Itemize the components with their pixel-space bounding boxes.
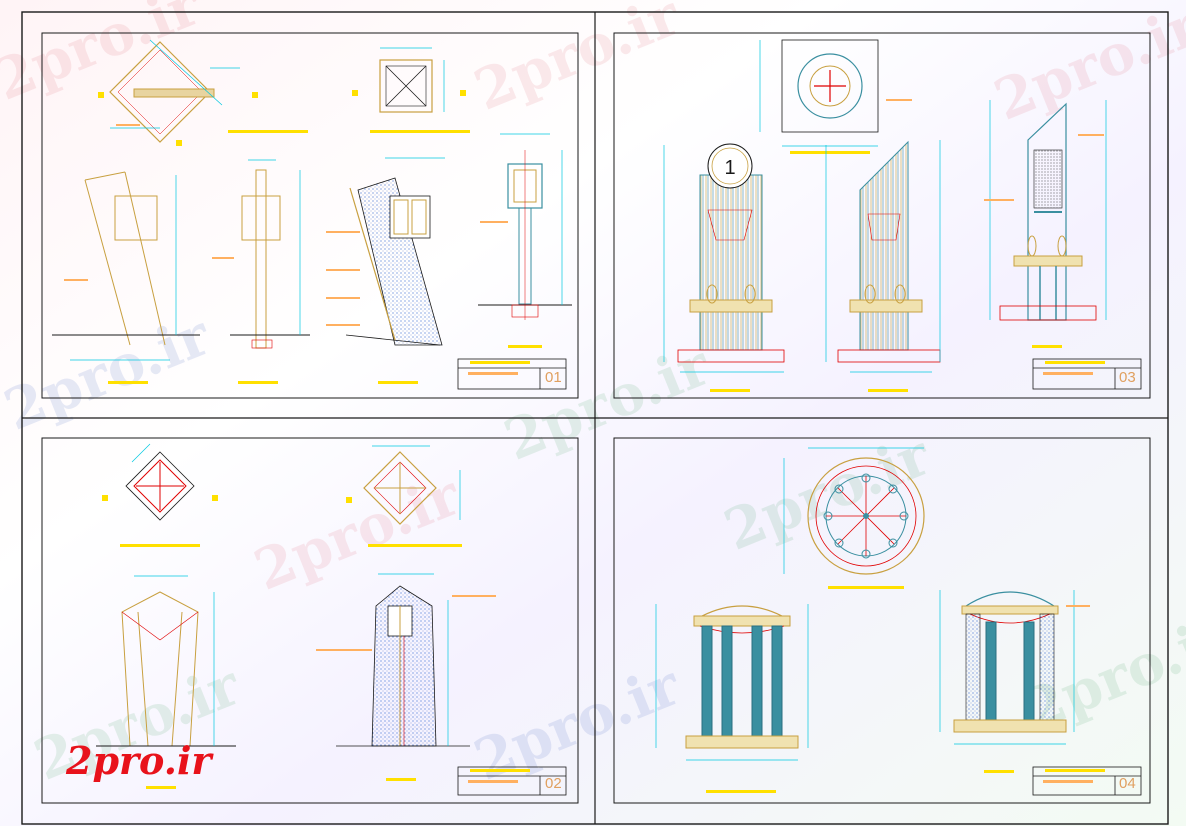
section-hatched-monolith xyxy=(326,157,445,346)
plan-view-cross-gold xyxy=(346,445,461,525)
section-label-bar xyxy=(386,778,416,781)
plan-label-bar xyxy=(228,130,308,133)
elevation-round-pavilion xyxy=(655,604,809,761)
elevation-column-with-number xyxy=(663,143,785,373)
elevation-post-panel xyxy=(212,159,310,349)
plan-view-round-pavilion xyxy=(783,447,925,575)
plan-view-diamond xyxy=(98,39,258,146)
elevation-label-bar xyxy=(710,389,750,392)
sheet-02-border xyxy=(41,437,579,804)
title-block-03 xyxy=(1032,358,1142,390)
title-block-02 xyxy=(457,766,567,796)
sheet-number: 02 xyxy=(545,775,562,792)
plan-view-cross-red xyxy=(102,443,218,521)
elevation-label-bar xyxy=(868,389,908,392)
elevation-slanted-column xyxy=(825,140,941,373)
elevation-sign-post xyxy=(478,133,572,320)
section-label-bar xyxy=(378,381,418,384)
section-pointed-column-hatched xyxy=(316,573,496,747)
plan-label-bar xyxy=(790,151,870,154)
elevation-label-bar xyxy=(108,381,148,384)
sheet-number: 01 xyxy=(545,369,562,386)
plan-label-bar xyxy=(368,544,462,547)
sheet-01-border xyxy=(41,32,579,399)
detail-marker-number: 1 xyxy=(724,157,735,179)
plan-view-square-x xyxy=(352,47,466,113)
brand-logo: 2pro.ir xyxy=(66,738,212,783)
sheet-number: 03 xyxy=(1119,369,1136,386)
title-block-01 xyxy=(457,358,567,390)
elevation-label-bar xyxy=(706,790,776,793)
elevation-label-bar xyxy=(146,786,176,789)
section-label-bar xyxy=(984,770,1014,773)
plan-view-circle-square xyxy=(759,39,912,147)
elevation-leaning-sign xyxy=(52,171,200,361)
title-block-04 xyxy=(1032,766,1142,796)
plan-label-bar xyxy=(370,130,470,133)
section-round-pavilion xyxy=(939,590,1090,745)
sheet-number: 04 xyxy=(1119,775,1136,792)
section-slanted-column xyxy=(984,100,1107,321)
elevation-label-bar xyxy=(508,345,542,348)
section-label-bar xyxy=(1032,345,1062,348)
sheet-03-border xyxy=(613,32,1151,399)
elevation-label-bar xyxy=(238,381,278,384)
sheet-04-border xyxy=(613,437,1151,804)
plan-label-bar xyxy=(828,586,904,589)
elevation-pointed-column xyxy=(96,575,236,747)
plan-label-bar xyxy=(120,544,200,547)
